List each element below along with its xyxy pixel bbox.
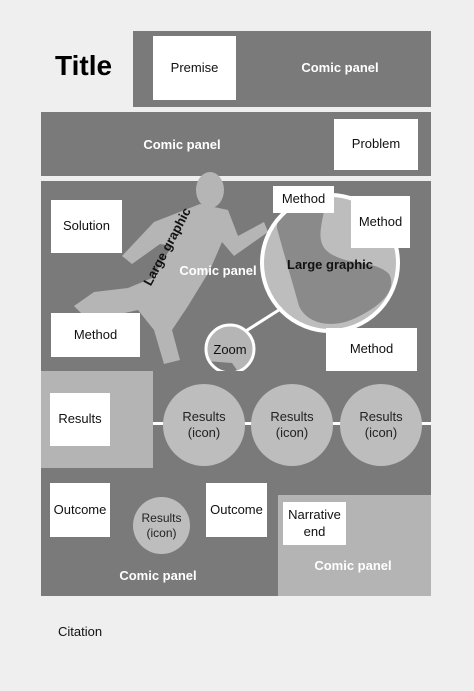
- results-icon-circle: Results(icon): [340, 384, 422, 466]
- results-icon-sub: (icon): [275, 425, 309, 440]
- comic-panel-label: Comic panel: [314, 558, 392, 573]
- results-icon-sub: (icon): [364, 425, 398, 440]
- comic-panel-label: Comic panel: [179, 263, 257, 278]
- results-icon-circle: Results(icon): [251, 384, 333, 466]
- results-icon-label: Results: [182, 408, 226, 424]
- method-box: Method: [51, 313, 140, 357]
- poster-title: Title: [55, 50, 113, 81]
- premise-box: Premise: [153, 36, 236, 100]
- narrative-end-line: Narrative: [288, 507, 341, 523]
- outcome-box: Outcome: [50, 483, 110, 537]
- results-icon-label: Results: [270, 408, 314, 424]
- running-figure-icon: [74, 172, 268, 364]
- results-icon-label: Results: [359, 408, 403, 424]
- outcome-box: Outcome: [206, 483, 267, 537]
- large-graphic-label: Large graphic: [287, 257, 373, 272]
- problem-box: Problem: [334, 119, 418, 170]
- results-box: Results: [50, 393, 110, 446]
- results-icon-circle: Results(icon): [163, 384, 245, 466]
- method-box: Method: [326, 328, 417, 371]
- narrative-end-line: end: [303, 523, 326, 539]
- results-icon-sub: (icon): [187, 425, 221, 440]
- comic-panel-label: Comic panel: [119, 568, 197, 583]
- citation: Citation: [58, 624, 103, 639]
- results-icon-sub: (icon): [146, 525, 177, 540]
- zoom-label: Zoom: [213, 342, 247, 357]
- comic-panel-label: Comic panel: [301, 60, 379, 75]
- solution-box: Solution: [51, 200, 122, 253]
- comic-panel-label: Comic panel: [143, 137, 221, 152]
- results-icon-circle: Results(icon): [133, 497, 190, 554]
- results-icon-label: Results: [141, 510, 182, 525]
- method-box: Method: [351, 196, 410, 248]
- method-box: Method: [273, 186, 334, 213]
